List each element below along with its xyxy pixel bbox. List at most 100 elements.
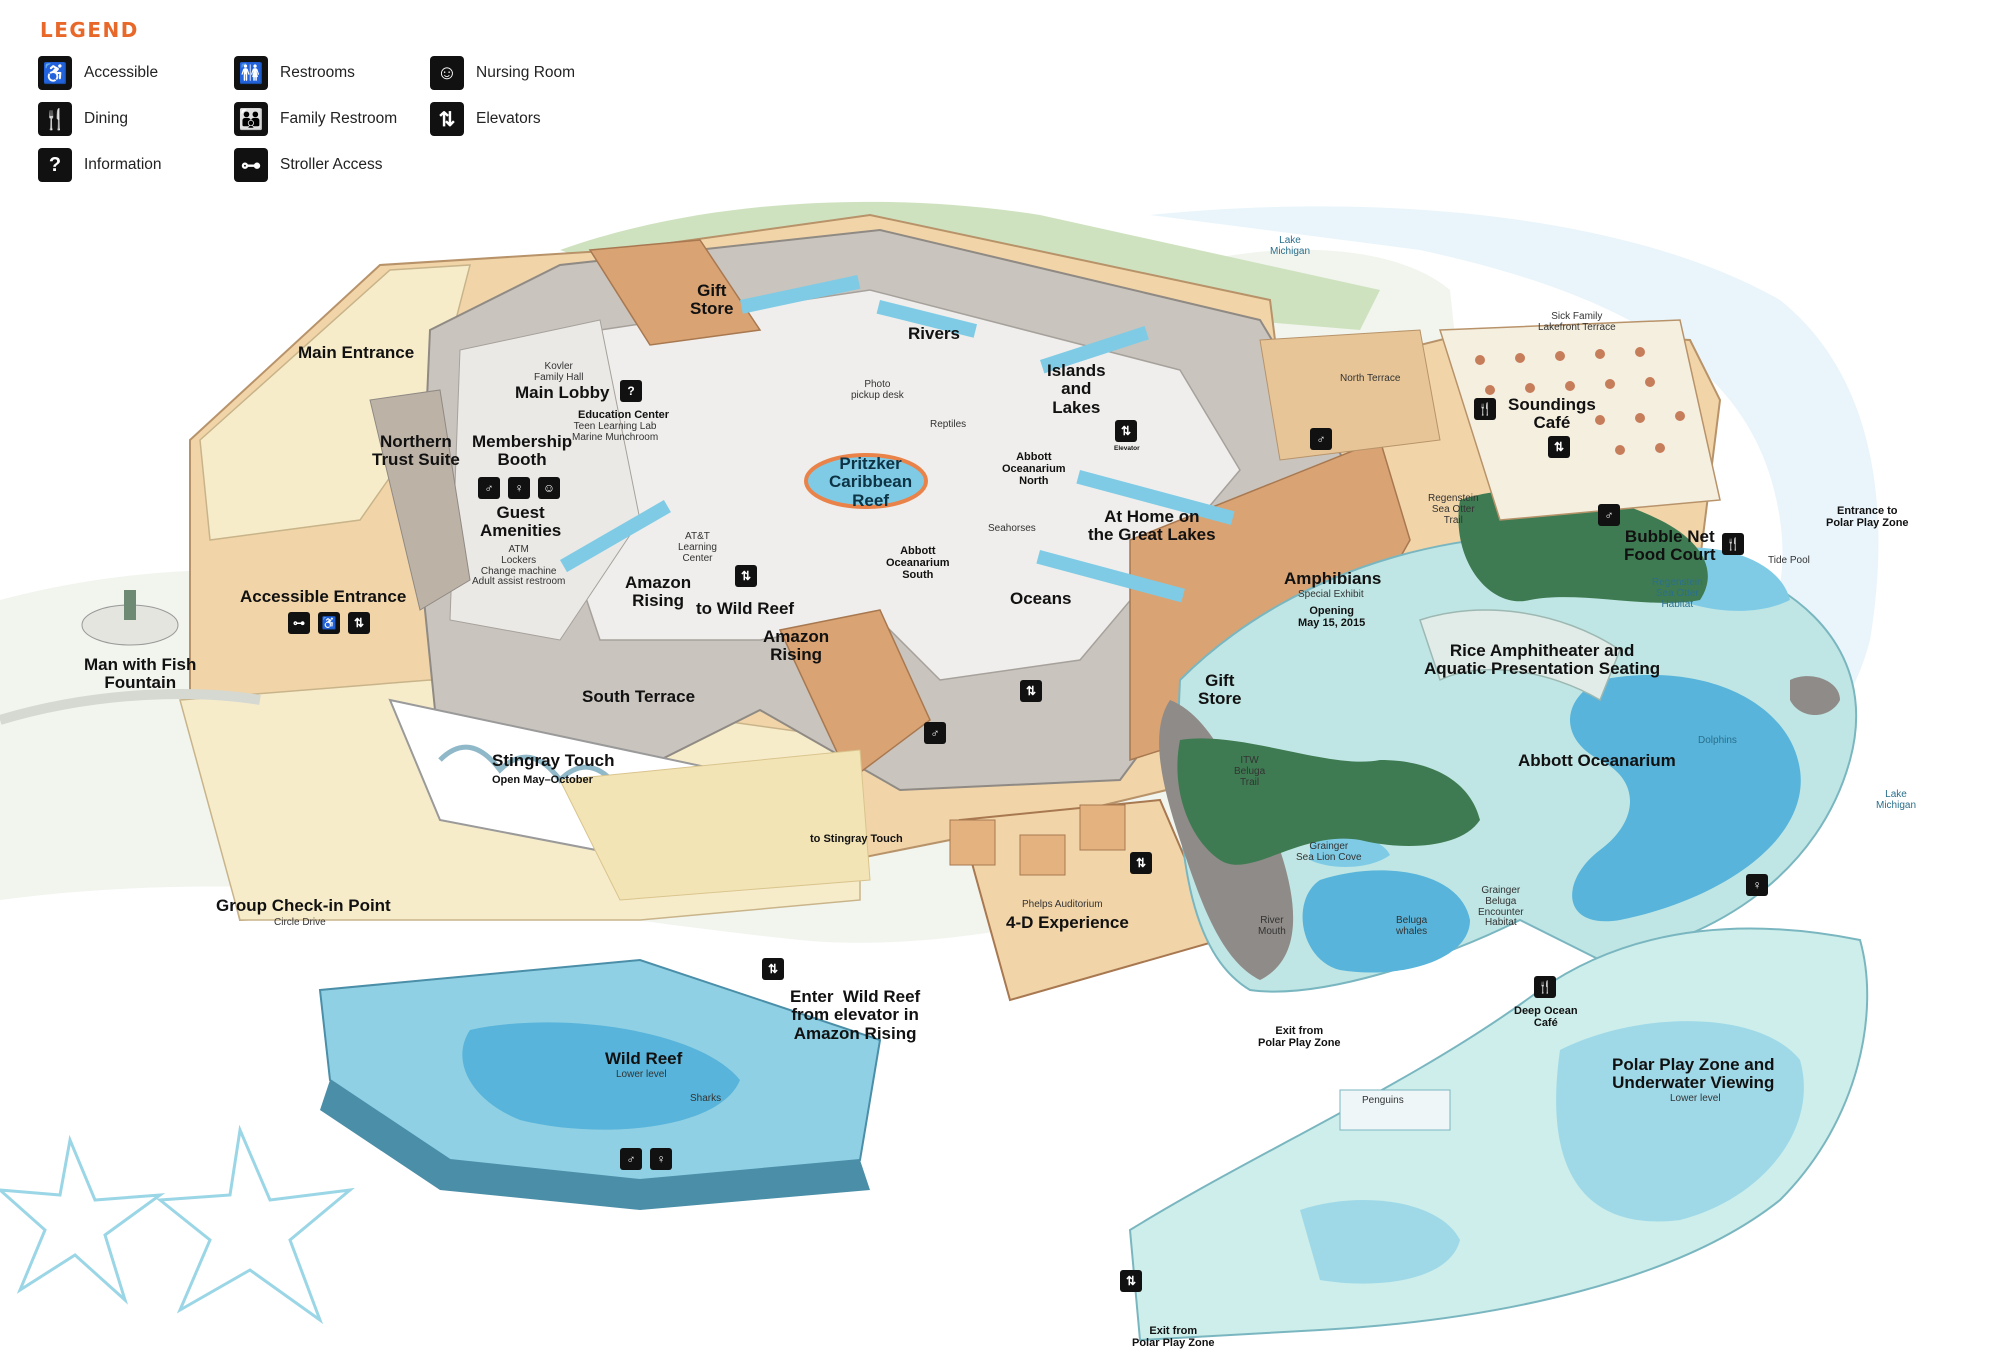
elevator-icon: ⇅	[1020, 680, 1042, 702]
label-lake-michigan-east: Lake Michigan	[1876, 789, 1917, 811]
legend-item-dining: 🍴 Dining	[38, 102, 128, 136]
label-gift-store-north[interactable]: Gift Store	[690, 281, 734, 319]
label-to-stingray-touch[interactable]: to Stingray Touch	[810, 833, 903, 845]
legend-item-nursing-room: ☺ Nursing Room	[430, 56, 575, 90]
cafe-tables	[1475, 347, 1685, 455]
label-att-learning-center: AT&T Learning Center	[678, 531, 717, 564]
label-reptiles: Reptiles	[930, 419, 967, 430]
dolphin-pool	[1570, 674, 1801, 922]
stroller-icon: ⊶	[288, 612, 310, 634]
label-man-with-fish[interactable]: Man with Fish Fountain	[84, 655, 197, 693]
label-stingray-touch[interactable]: Stingray Touch	[492, 751, 615, 770]
restroom-icon: ♂	[1310, 428, 1332, 450]
dining-icon: 🍴	[1722, 533, 1744, 555]
label-rivers[interactable]: Rivers	[908, 324, 960, 343]
wild-reef-walls	[320, 1080, 870, 1210]
label-seahorses: Seahorses	[988, 523, 1036, 534]
legend-label-nursing-room: Nursing Room	[476, 64, 576, 81]
stroller-icon: ⊶	[234, 148, 268, 182]
label-beluga-whales: Beluga whales	[1396, 915, 1428, 937]
label-membership-booth[interactable]: Membership Booth	[472, 432, 573, 470]
polar-pool-south	[1300, 1200, 1460, 1284]
label-amazon-rising-1[interactable]: Amazon Rising	[625, 573, 692, 611]
dining-icon: 🍴	[1474, 398, 1496, 420]
label-accessible-entrance[interactable]: Accessible Entrance	[240, 587, 407, 606]
label-polar-play-zone[interactable]: Polar Play Zone and Underwater Viewing	[1612, 1055, 1775, 1093]
label-to-wild-reef[interactable]: to Wild Reef	[696, 599, 795, 618]
label-sharks: Sharks	[690, 1093, 722, 1104]
legend-label-family-restroom: Family Restroom	[280, 110, 398, 127]
label-pritzker-reef[interactable]: Pritzker Caribbean Reef	[829, 454, 913, 510]
label-abbott-south[interactable]: Abbott Oceanarium South	[886, 545, 950, 581]
label-south-terrace[interactable]: South Terrace	[582, 687, 696, 706]
phelps-block-3	[1079, 804, 1126, 851]
legend-item-information: ? Information	[38, 148, 162, 182]
label-at-home-great-lakes[interactable]: At Home on the Great Lakes	[1088, 507, 1216, 545]
legend-label-stroller: Stroller Access	[280, 156, 383, 173]
family-restroom-icon: 👪	[234, 102, 268, 136]
label-abbott-oceanarium[interactable]: Abbott Oceanarium	[1518, 751, 1676, 770]
label-rice-amphitheater[interactable]: Rice Amphitheater and Aquatic Presentati…	[1424, 641, 1661, 679]
elevator-icon: ⇅	[1548, 436, 1570, 458]
label-bubble-net[interactable]: Bubble Net Food Court	[1624, 527, 1716, 565]
label-abbott-north[interactable]: Abbott Oceanarium North	[1002, 451, 1066, 487]
legend-item-elevators: ⇅ Elevators	[430, 102, 541, 136]
phelps-block-2	[1019, 834, 1066, 876]
label-amphibians-special: Special Exhibit	[1298, 589, 1364, 600]
great-lakes-tank	[1076, 470, 1235, 525]
label-education-center[interactable]: Education Center	[578, 409, 670, 421]
label-main-lobby[interactable]: Main Lobby	[515, 383, 610, 402]
label-stingray-open: Open May–October	[492, 774, 593, 786]
label-amazon-rising-2[interactable]: Amazon Rising	[763, 627, 830, 665]
starfish-decoration-1	[0, 1134, 166, 1305]
elevator-icon: ⇅	[1120, 1270, 1142, 1292]
label-wild-reef[interactable]: Wild Reef	[605, 1049, 683, 1068]
dining-icon: 🍴	[38, 102, 72, 136]
wheelchair-icon: ♿	[38, 56, 72, 90]
label-soundings-cafe[interactable]: Soundings Café	[1508, 395, 1596, 433]
sea-lion-cove	[1310, 835, 1390, 867]
amazon-tank	[560, 500, 671, 573]
label-exit-polar-bottom[interactable]: Exit from Polar Play Zone	[1132, 1325, 1215, 1349]
label-lake-michigan-north: Lake Michigan	[1270, 235, 1311, 257]
label-northern-trust-suite[interactable]: Northern Trust Suite	[372, 432, 460, 470]
label-gift-store-east[interactable]: Gift Store	[1198, 671, 1242, 709]
label-grainger-sea-lion: Grainger Sea Lion Cove	[1296, 841, 1362, 863]
elevator-icon: ⇅	[1130, 852, 1152, 874]
label-four-d[interactable]: 4-D Experience	[1006, 913, 1129, 932]
label-photo-pickup: Photo pickup desk	[851, 379, 904, 401]
south-plaza-tiles	[559, 749, 871, 901]
legend-title: LEGEND	[40, 18, 139, 42]
label-amphibians[interactable]: Amphibians	[1284, 569, 1382, 588]
label-guest-amenities-sub: ATM Lockers Change machine Adult assist …	[472, 544, 566, 588]
label-enter-wild-reef[interactable]: Enter Wild Reef from elevator in Amazon …	[790, 987, 921, 1043]
label-itw-beluga-trail: ITW Beluga Trail	[1234, 755, 1266, 788]
label-dolphins: Dolphins	[1698, 735, 1737, 746]
label-penguins: Penguins	[1362, 1095, 1404, 1106]
label-education-center-sub: Teen Learning Lab Marine Munchroom	[572, 421, 659, 443]
north-terrace-block	[1259, 329, 1441, 461]
label-group-checkin[interactable]: Group Check-in Point	[216, 896, 391, 915]
oceans-tank	[1036, 549, 1185, 603]
legend-label-restrooms: Restrooms	[280, 64, 355, 81]
starfish-decoration-2	[156, 1124, 355, 1325]
label-oceans[interactable]: Oceans	[1010, 589, 1072, 608]
label-exit-polar-mid[interactable]: Exit from Polar Play Zone	[1258, 1025, 1341, 1049]
label-deep-ocean-cafe[interactable]: Deep Ocean Café	[1514, 1005, 1578, 1029]
polar-pool-main	[1556, 1021, 1804, 1222]
label-islands-and-lakes[interactable]: Islands and Lakes	[1047, 361, 1106, 417]
elevator-caption: Elevator	[1114, 445, 1140, 452]
label-polar-level: Lower level	[1670, 1093, 1721, 1104]
elevator-icon: ⇅	[348, 612, 370, 634]
rice-amphitheater	[1419, 609, 1621, 702]
label-regenstein-trail: Regenstein Sea Otter Trail	[1428, 493, 1479, 526]
label-guest-amenities[interactable]: Guest Amenities	[480, 503, 562, 541]
label-river-mouth: River Mouth	[1258, 915, 1286, 937]
label-amphibians-opening: Opening May 15, 2015	[1298, 605, 1366, 629]
fountain-statue	[124, 590, 136, 620]
legend-label-information: Information	[84, 156, 162, 173]
label-main-entrance[interactable]: Main Entrance	[298, 343, 415, 362]
wild-reef-shark-pool	[462, 1022, 740, 1130]
gift-store-north-roof	[588, 239, 762, 346]
label-entrance-polar-top[interactable]: Entrance to Polar Play Zone	[1826, 505, 1909, 529]
